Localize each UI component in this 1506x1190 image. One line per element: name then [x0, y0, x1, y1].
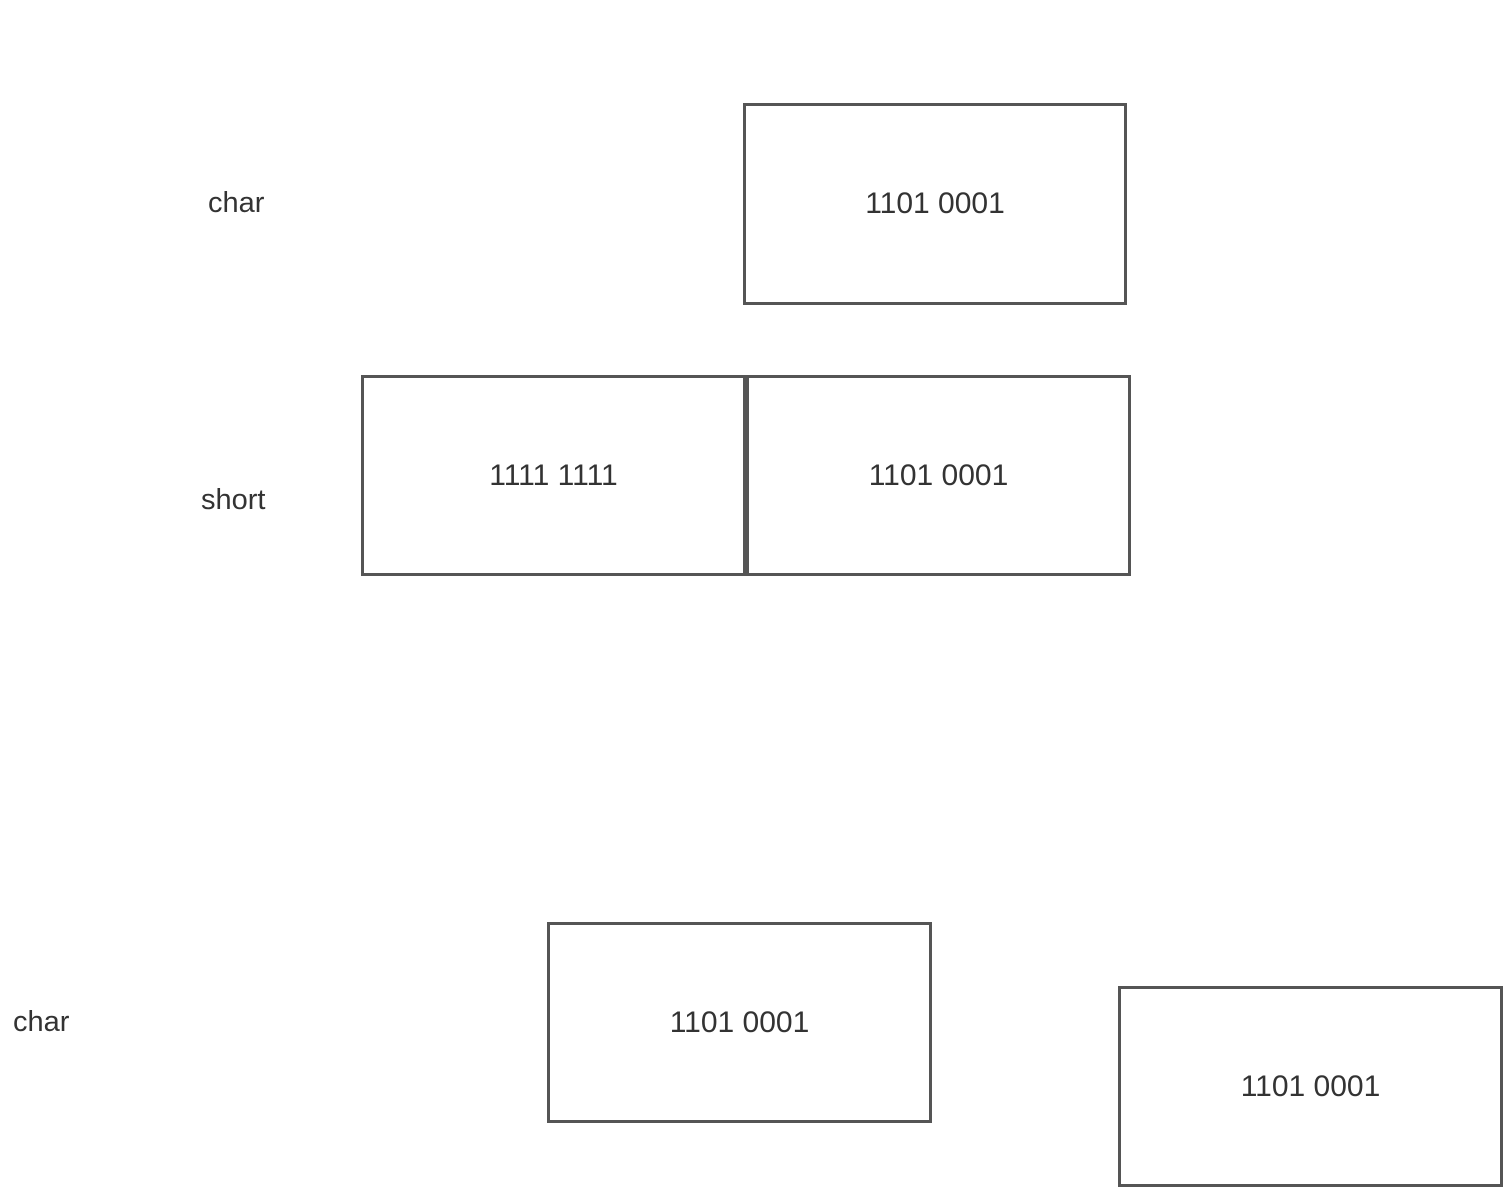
type-label-char-bottom: char [13, 1006, 70, 1038]
byte-value-char-top: 1101 0001 [865, 187, 1005, 220]
type-label-short: short [201, 484, 266, 516]
byte-value-short-high: 1111 1111 [489, 458, 618, 492]
byte-box-char-right: 1101 0001 [1118, 986, 1503, 1187]
byte-value-short-low: 1101 0001 [868, 458, 1009, 492]
type-label-char-top: char [208, 187, 265, 219]
byte-value-char-bottom: 1101 0001 [669, 1005, 810, 1039]
byte-box-char-top: 1101 0001 [743, 103, 1127, 305]
byte-value-char-right: 1101 0001 [1240, 1069, 1381, 1103]
byte-box-short-low: 1101 0001 [746, 375, 1131, 576]
byte-box-char-bottom: 1101 0001 [547, 922, 932, 1123]
byte-box-short-high: 1111 1111 [361, 375, 746, 576]
